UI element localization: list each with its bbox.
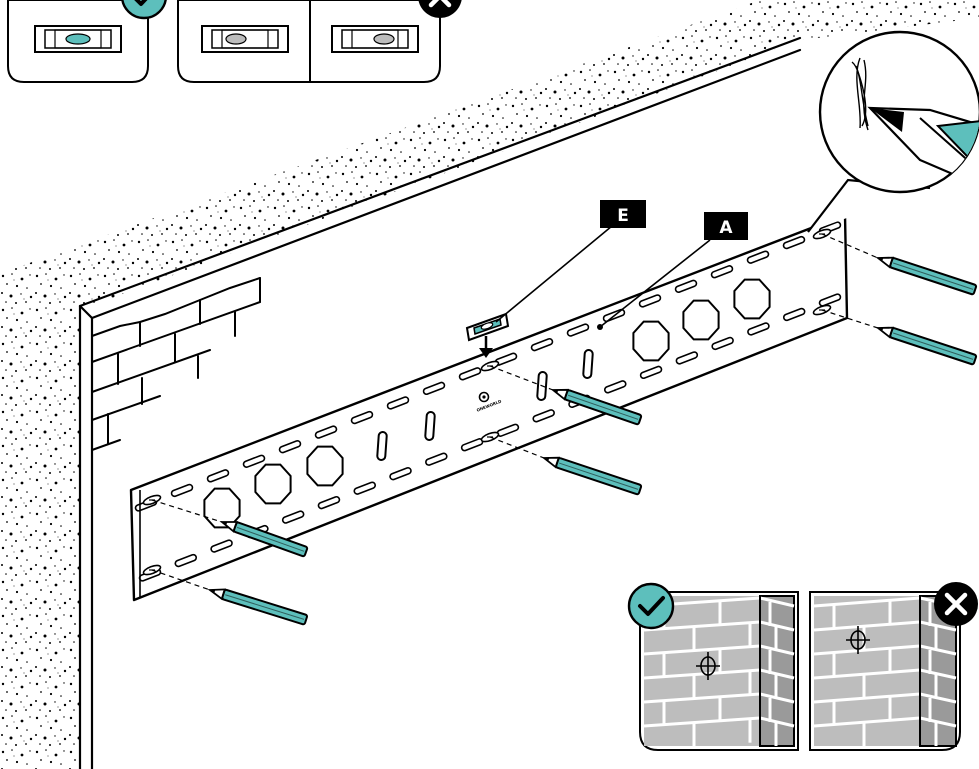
octagon-cutout [683,301,718,340]
label-e: E [617,206,629,226]
level-check-inset [8,0,462,82]
brick-corner-illustration [814,596,956,746]
octagon-cutout [734,280,769,319]
level-state-level [35,26,121,52]
label-a: A [719,218,733,238]
octagon-cutout [307,447,342,486]
octagon-cutout [255,465,290,504]
level-state-tilted-left [202,26,288,52]
octagon-cutout [633,322,668,361]
level-state-tilted-right [332,26,418,52]
x-mark-icon [934,582,978,626]
checkmark-icon [629,584,673,628]
wall-side-surface [0,270,80,769]
